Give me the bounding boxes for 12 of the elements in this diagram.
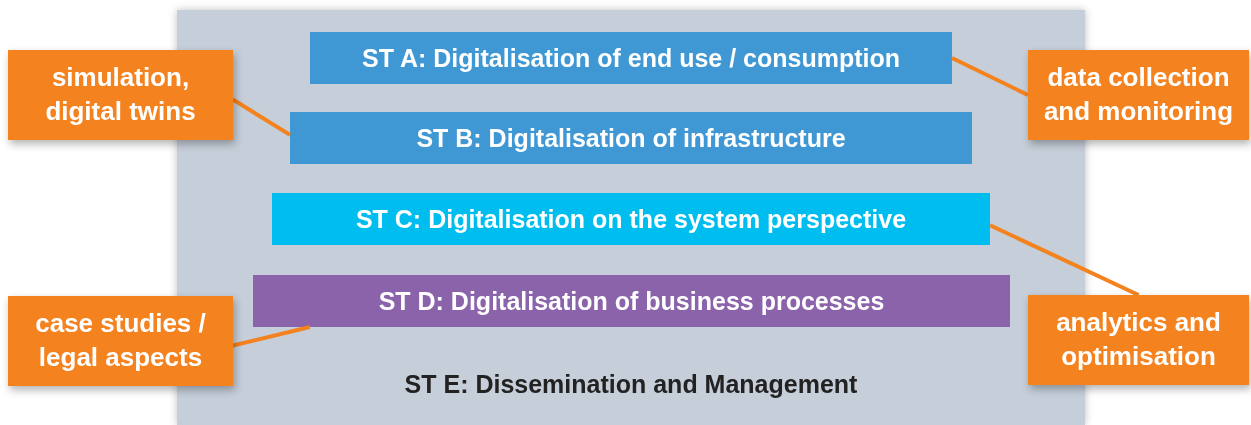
topic-bar: ST A: Digitalisation of end use / consumption (310, 32, 952, 84)
connector-line (951, 56, 1029, 97)
topic-tag: simulation, digital twins (8, 50, 233, 140)
panel-title: ST E: Dissemination and Management (403, 370, 859, 399)
topic-tag: data collection and monitoring (1028, 50, 1249, 140)
topic-tag: analytics and optimisation (1028, 295, 1249, 385)
topic-bar: ST C: Digitalisation on the system perspective (272, 193, 990, 245)
topic-bar: ST B: Digitalisation of infrastructure (290, 112, 972, 164)
connector-line (989, 223, 1140, 297)
topic-tag: case studies / legal aspects (8, 296, 233, 386)
topic-bar: ST D: Digitalisation of business processes (253, 275, 1010, 327)
connector-line (232, 325, 311, 348)
